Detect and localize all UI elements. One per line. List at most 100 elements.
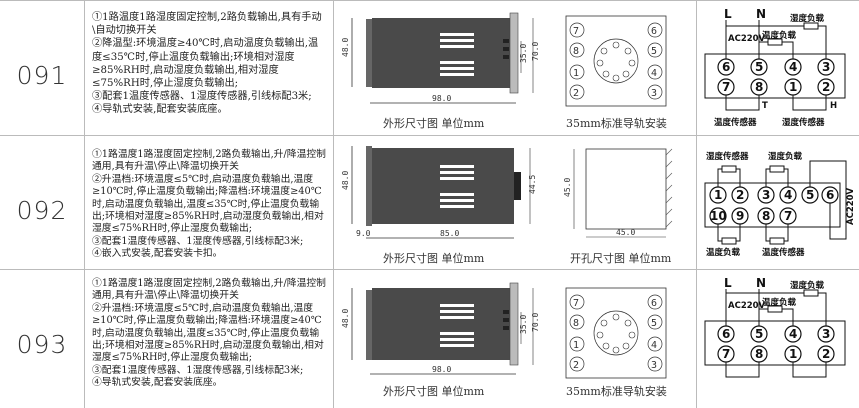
L-label: L <box>724 276 732 290</box>
dim-depth: 98.0 <box>432 365 451 374</box>
terminal-number: 1 <box>573 340 579 351</box>
dim-front: 9.0 <box>356 229 371 238</box>
desc-line: ①1路温度1路湿度固定控制,2路负载输出,升/降温控制通用,具有升温\停止\降温… <box>92 149 326 173</box>
temp-load-label: 温度负载 <box>762 30 797 41</box>
svg-text:2: 2 <box>736 188 744 202</box>
product-description: ①1路温度1路湿度固定控制,2路负载输出,具有手动\自动切换开关 ②降温型:环境… <box>92 11 326 117</box>
terminal-number: 7 <box>573 298 579 309</box>
outline-dimension-drawing: 48.0 35.0 70.0 98.0 <box>341 12 540 104</box>
dim-rail: 70.0 <box>531 42 540 61</box>
ac-label: AC220V <box>728 301 766 311</box>
svg-text:9: 9 <box>736 209 744 223</box>
terminal-number: 8 <box>573 318 579 329</box>
N-label: N <box>756 7 766 21</box>
terminal-number: 3 <box>651 88 657 99</box>
hum-sensor-label: 湿度传感器 <box>706 151 749 162</box>
terminal-number: 6 <box>651 298 657 309</box>
svg-text:5: 5 <box>755 327 763 341</box>
desc-line: ③配套1温度传感器、1湿度传感器,引线标配3米; <box>92 364 304 376</box>
terminal-number: 4 <box>651 340 657 351</box>
svg-text:4: 4 <box>789 327 797 341</box>
cut-width: 45.0 <box>616 228 635 237</box>
dim-depth: 85.0 <box>440 229 459 238</box>
hum-load-label: 湿度负载 <box>768 151 803 162</box>
svg-text:7: 7 <box>784 209 792 223</box>
temp-sensor-label: 温度传感器 <box>762 247 805 258</box>
temp-sensor-label: 温度传感器 <box>714 117 757 128</box>
mount-caption: 35mm标准导轨安装 <box>566 385 667 398</box>
svg-text:2: 2 <box>822 80 830 94</box>
ac-label: AC220V <box>846 187 856 225</box>
column-divider <box>333 0 334 408</box>
desc-line: ③配套1温度传感器、1湿度传感器,引线标配3米; <box>92 91 312 103</box>
hum-load-label: 湿度负载 <box>790 13 825 24</box>
dim-rail: 70.0 <box>531 313 540 332</box>
wiring-diagram: 1 2 3 4 5 6 10 9 8 7 湿度传感器 湿度负载 AC220V 温… <box>704 151 856 258</box>
svg-text:4: 4 <box>789 60 797 74</box>
outline-caption: 外形尺寸图 单位mm <box>383 252 485 265</box>
terminal-number: 1 <box>573 68 579 79</box>
terminal-number: 3 <box>651 360 657 371</box>
outline-dimension-drawing: 48.0 35.0 70.0 98.0 <box>341 282 540 375</box>
desc-line: ④导轨式安装,配套安装底座。 <box>92 377 223 389</box>
svg-text:7: 7 <box>722 347 730 361</box>
wiring-diagram: L N 6 5 4 3 7 8 1 2 湿度负载 温度负载 AC22 <box>704 276 846 378</box>
svg-text:3: 3 <box>822 327 830 341</box>
mount-caption: 35mm标准导轨安装 <box>566 117 667 130</box>
column-divider <box>84 0 85 408</box>
desc-line: ①1路温度1路湿度固定控制,2路负载输出,具有手动\自动切换开关 <box>92 12 322 37</box>
ac-label: AC220V <box>728 34 766 44</box>
svg-text:H: H <box>830 101 837 111</box>
desc-line: ③配套1温度传感器、1湿度传感器,引线标配3米; <box>92 235 304 247</box>
outline-dimension-drawing: 48.0 44.5 9.0 85.0 <box>341 146 537 239</box>
svg-text:8: 8 <box>762 209 770 223</box>
dim-height: 48.0 <box>341 309 350 328</box>
terminal-number: 2 <box>573 360 579 371</box>
svg-text:5: 5 <box>806 188 814 202</box>
product-description: ①1路温度1路湿度固定控制,2路负载输出,升/降温控制通用,具有升温\停止\降温… <box>92 278 326 390</box>
svg-text:6: 6 <box>722 327 730 341</box>
svg-text:2: 2 <box>822 347 830 361</box>
hum-sensor-label: 湿度传感器 <box>782 117 825 128</box>
terminal-number: 4 <box>651 68 657 79</box>
terminal-number: 5 <box>651 318 657 329</box>
product-description: ①1路温度1路湿度固定控制,2路负载输出,升/降温控制通用,具有升温\停止\降温… <box>92 149 326 261</box>
product-code: 093 <box>16 330 68 359</box>
svg-text:8: 8 <box>755 347 763 361</box>
column-divider <box>696 0 697 408</box>
svg-text:1: 1 <box>714 188 722 202</box>
svg-text:3: 3 <box>822 60 830 74</box>
L-label: L <box>724 7 732 21</box>
desc-line: ④导轨式安装,配套安装底座。 <box>92 104 228 116</box>
dim-inner: 35.0 <box>519 315 528 334</box>
hum-load-label: 湿度负载 <box>790 280 825 291</box>
svg-text:6: 6 <box>826 188 834 202</box>
desc-line: ④嵌入式安装,配套安装卡扣。 <box>92 248 223 260</box>
svg-text:5: 5 <box>755 60 763 74</box>
product-code: 092 <box>16 196 68 225</box>
dim-height: 48.0 <box>341 38 350 57</box>
terminal-number: 8 <box>573 46 579 57</box>
terminal-number: 2 <box>573 88 579 99</box>
svg-text:10: 10 <box>710 209 727 223</box>
svg-text:T: T <box>762 101 768 111</box>
svg-text:6: 6 <box>722 60 730 74</box>
product-row-092: 092 ①1路温度1路湿度固定控制,2路负载输出,升/降温控制通用,具有升温\停… <box>0 136 859 270</box>
desc-line: ②升温档:环境温度≤5℃时,启动温度负载输出,温度≥10℃时,停止温度负载输出;… <box>92 302 324 364</box>
desc-line: ②升温档:环境温度≤5℃时,启动温度负载输出,温度≥10℃时,停止温度负载输出;… <box>92 173 324 235</box>
temp-load-label: 温度负载 <box>762 297 797 308</box>
cutout-drawing: 45.0 45.0 <box>563 148 673 238</box>
svg-text:8: 8 <box>755 80 763 94</box>
outline-caption: 外形尺寸图 单位mm <box>383 385 485 398</box>
svg-text:1: 1 <box>789 347 797 361</box>
svg-text:7: 7 <box>722 80 730 94</box>
N-label: N <box>756 276 766 290</box>
socket-base-drawing: 7 6 8 5 1 4 2 3 <box>565 15 667 107</box>
cut-height: 45.0 <box>563 178 572 197</box>
dim-inner: 44.5 <box>528 175 537 194</box>
svg-text:1: 1 <box>789 80 797 94</box>
desc-line: ②降温型:环境温度≥40℃时,启动温度负载输出,温度≤35℃时,停止温度负载输出… <box>92 38 319 90</box>
svg-text:4: 4 <box>784 188 792 202</box>
product-row-091: 091 ①1路温度1路湿度固定控制,2路负载输出,具有手动\自动切换开关 ②降温… <box>0 0 859 136</box>
